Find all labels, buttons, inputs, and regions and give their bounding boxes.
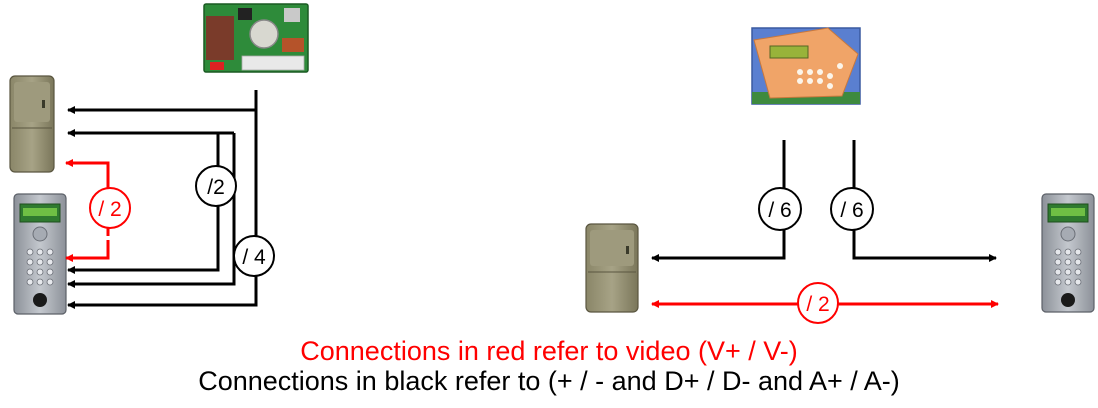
wire-count-video-left: / 2 — [89, 187, 131, 229]
svg-text:/ 6: / 6 — [840, 199, 863, 222]
wire-count-data-right-6: / 6 — [830, 187, 874, 231]
svg-text:/2: /2 — [207, 176, 225, 199]
data-wiring-right — [651, 140, 997, 262]
door-entry-panel-icon — [13, 193, 67, 315]
svg-text:/ 6: / 6 — [768, 199, 791, 222]
wire-count-data-4: / 4 — [233, 235, 275, 277]
wire-count-data-2: /2 — [195, 165, 237, 207]
wire-count-video-right: / 2 — [797, 282, 839, 324]
svg-text:/ 2: / 2 — [806, 293, 829, 316]
svg-text:/ 2: / 2 — [98, 198, 121, 221]
power-unit-icon — [9, 75, 55, 173]
legend-data-caption: Connections in black refer to (+ / - and… — [198, 366, 900, 396]
legend-video-caption: Connections in red refer to video (V+ / … — [300, 336, 798, 366]
wire-count-data-left-6: / 6 — [758, 187, 802, 231]
power-unit-icon — [585, 223, 639, 313]
svg-text:/ 4: / 4 — [242, 246, 266, 269]
control-panel-icon — [751, 27, 861, 105]
door-entry-panel-icon — [1041, 193, 1095, 313]
circuit-board-icon — [203, 3, 309, 73]
